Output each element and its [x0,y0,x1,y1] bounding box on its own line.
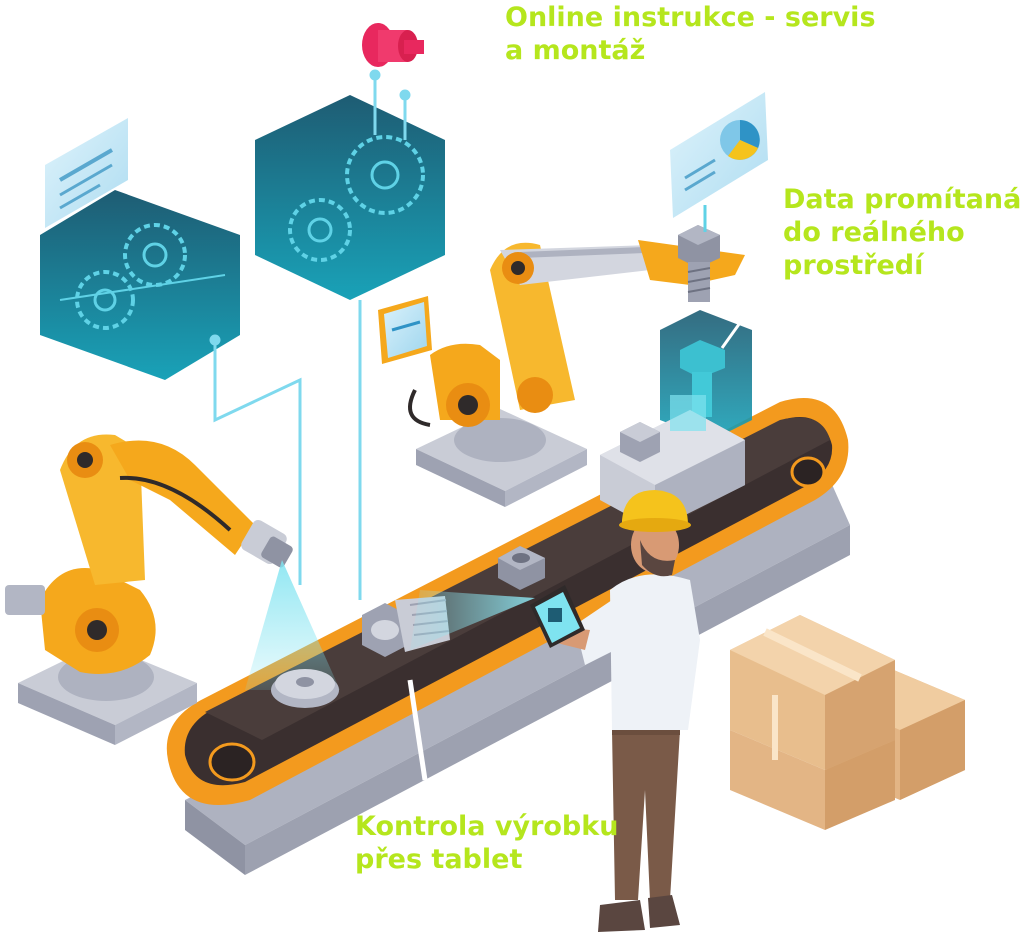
tablet-icon [530,585,585,648]
gear-hologram-center [255,95,445,300]
gear-hologram-left [40,190,240,380]
caption-tablet-check-line-2: přes tablet [355,844,523,875]
caption-pointer-lines [407,679,428,781]
caption-projected-data: Data promítaná do reálného prostředí [783,183,1021,282]
caption-projected-data-line-3: prostředí [783,250,924,281]
scan-beam-left [245,560,340,690]
pie-chart-panel-icon [670,92,768,232]
caption-tablet-check-line-1: Kontrola výrobku [355,811,619,842]
caption-projected-data-line-2: do reálného [783,217,965,248]
caption-online-instructions-line-2: a montáž [505,35,646,66]
caption-online-instructions-line-1: Online instrukce - servis [505,2,876,33]
caption-projected-data-line-1: Data promítaná [783,184,1022,215]
robot-pedestal-center [416,409,587,507]
hex-bolt-icon [678,225,720,302]
cardboard-boxes [730,615,965,830]
scan-beam-tablet [410,590,535,650]
screen-panel-icon [378,296,432,364]
gear-part-icon [271,669,339,708]
caption-tablet-check: Kontrola výrobku přes tablet [355,810,618,876]
conveyor-base [185,480,850,875]
red-spindle-icon [362,23,424,67]
hard-hat-icon [619,490,691,532]
caption-online-instructions: Online instrukce - servis a montáž [505,1,876,67]
robot-arm-center [408,240,745,427]
hex-nut-icon [498,546,545,590]
screen-panel-icon [45,118,128,228]
worker [530,490,700,932]
robot-pedestal-left [18,643,197,745]
robot-arm-left [5,434,293,674]
connector-lines [209,69,411,600]
